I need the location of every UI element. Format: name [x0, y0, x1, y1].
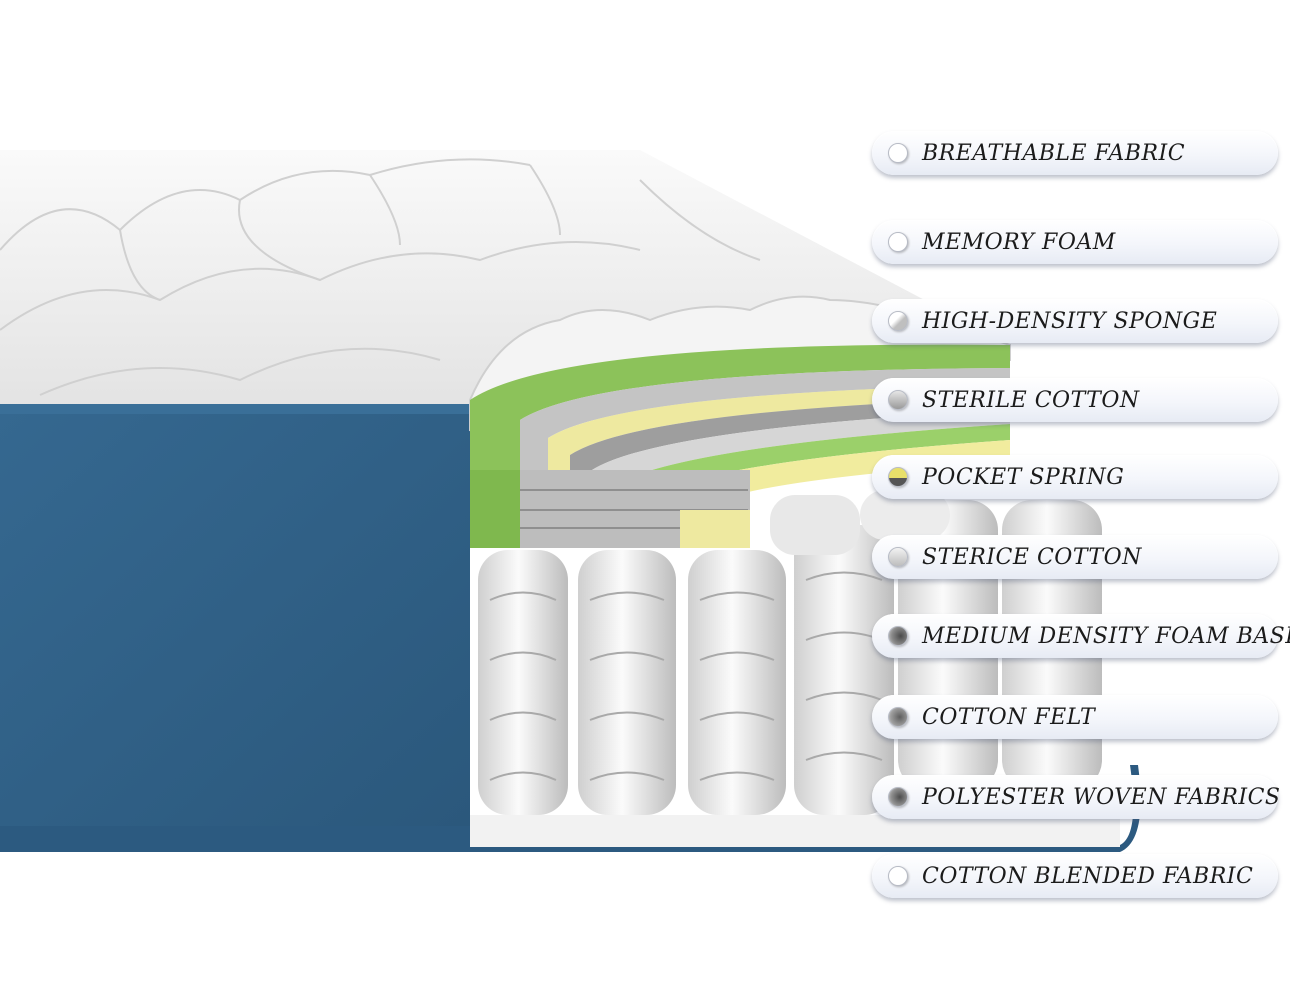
- side-panel-piping: [0, 404, 470, 414]
- spring-coils: [489, 571, 883, 781]
- label-sterice-cotton: STERICE COTTON: [872, 535, 1278, 579]
- memory-foam-swatch-icon: [888, 232, 908, 252]
- label-sterile-cotton: STERILE COTTON: [872, 378, 1278, 422]
- bottom-edge: [0, 765, 1141, 852]
- label-text: HIGH-DENSITY SPONGE: [922, 308, 1218, 334]
- side-panel: [0, 405, 470, 830]
- label-high-density-sponge: HIGH-DENSITY SPONGE: [872, 299, 1278, 343]
- green-cut-edge: [470, 470, 520, 548]
- label-cotton-blended-fabric: COTTON BLENDED FABRIC: [872, 854, 1278, 898]
- label-text: BREATHABLE FABRIC: [922, 140, 1186, 166]
- label-text: COTTON BLENDED FABRIC: [922, 863, 1254, 889]
- green-layer-top: [470, 344, 1010, 470]
- label-cotton-felt: COTTON FELT: [872, 695, 1278, 739]
- label-breathable-fabric: BREATHABLE FABRIC: [872, 131, 1278, 175]
- polyester-woven-fabrics-swatch-icon: [888, 787, 908, 807]
- label-memory-foam: MEMORY FOAM: [872, 220, 1278, 264]
- label-text: STERICE COTTON: [922, 544, 1142, 570]
- label-text: STERILE COTTON: [922, 387, 1140, 413]
- sterile-cotton-swatch-icon: [888, 390, 908, 410]
- label-text: COTTON FELT: [922, 704, 1096, 730]
- label-polyester-woven-fabrics: POLYESTER WOVEN FABRICS: [872, 775, 1281, 819]
- high-density-sponge-swatch-icon: [888, 311, 908, 331]
- yellow-cut-edge: [680, 510, 750, 548]
- spring-base: [470, 815, 1120, 847]
- pocket-spring-swatch-icon: [888, 467, 908, 487]
- sterice-cotton-swatch-icon: [888, 547, 908, 567]
- gray-band-1: [520, 368, 1010, 492]
- label-text: POLYESTER WOVEN FABRICS: [922, 784, 1281, 810]
- label-text: MEDIUM DENSITY FOAM BASE: [922, 623, 1290, 649]
- label-medium-density-foam-base: MEDIUM DENSITY FOAM BASE: [872, 614, 1290, 658]
- medium-density-foam-base-swatch-icon: [888, 626, 908, 646]
- label-text: POCKET SPRING: [922, 464, 1125, 490]
- yellow-band: [548, 385, 1010, 498]
- label-text: MEMORY FOAM: [922, 229, 1116, 255]
- label-pocket-spring: POCKET SPRING: [872, 455, 1278, 499]
- cotton-felt-swatch-icon: [888, 707, 908, 727]
- gray-band-2: [570, 398, 1010, 505]
- quilt-pattern: [0, 158, 761, 396]
- cotton-blended-fabric-swatch-icon: [888, 866, 908, 886]
- breathable-fabric-swatch-icon: [888, 143, 908, 163]
